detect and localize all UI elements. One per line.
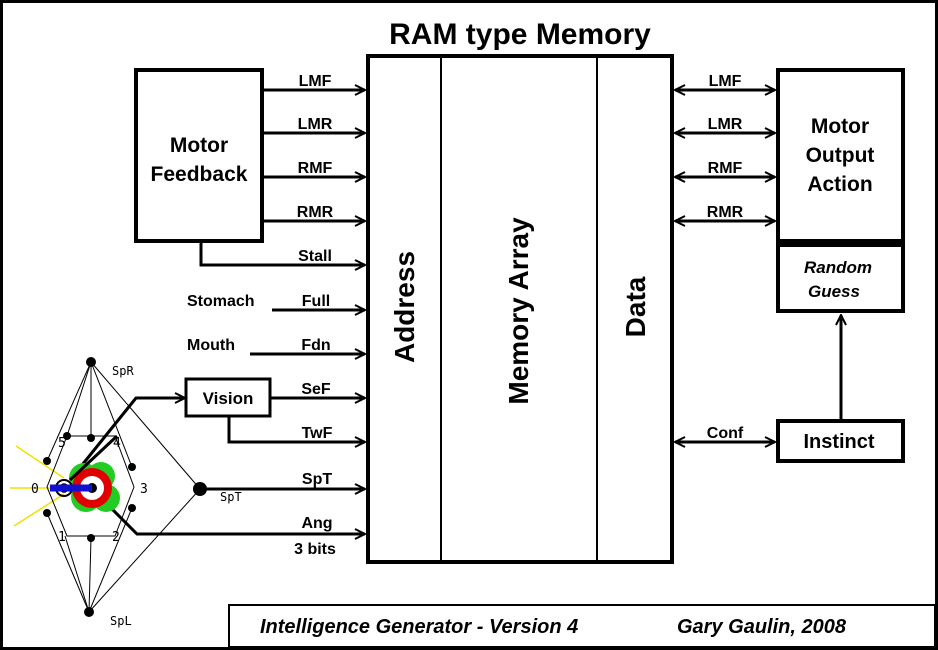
input-rmr-label: RMR <box>297 204 334 221</box>
sensor-n3-label: 3 <box>140 482 148 497</box>
input-twf-label: TwF <box>302 425 333 442</box>
footer-author: Gary Gaulin, 2008 <box>677 616 847 638</box>
mouth-label: Mouth <box>187 337 235 354</box>
diagram-title: RAM type Memory <box>389 18 651 51</box>
motor-output-line-1: Motor <box>811 115 869 138</box>
input-ang-label: Ang <box>301 515 332 532</box>
output-rmf-label: RMF <box>708 160 743 177</box>
output-labels: LMF LMR RMF RMR Conf <box>707 73 744 442</box>
input-lmr-label: LMR <box>298 116 333 133</box>
sensor-n4-label: 4 <box>113 436 121 451</box>
sensor-spr-label: SpR <box>112 364 134 378</box>
input-sef-label: SeF <box>301 381 331 398</box>
vision-box: Vision <box>184 377 272 418</box>
input-spt-label: SpT <box>302 471 332 488</box>
motor-feedback-line-2: Feedback <box>151 163 248 186</box>
instinct-box: Instinct <box>776 419 905 463</box>
motor-feedback-box: Motor Feedback <box>134 68 264 243</box>
output-lmr-label: LMR <box>708 116 743 133</box>
address-label: Address <box>389 251 420 363</box>
ram-memory-block: Address Memory Array Data <box>366 54 674 564</box>
sensor-n5-label: 5 <box>58 436 66 451</box>
input-fdn-label: Fdn <box>301 337 330 354</box>
motor-output-box: Motor Output Action <box>776 68 905 243</box>
output-rmr-label: RMR <box>707 204 744 221</box>
random-guess-line-2: Guess <box>808 282 860 301</box>
critter-sensor-figure: SpR SpT SpL 0 1 2 3 4 5 <box>10 357 242 628</box>
input-full-label: Full <box>302 293 330 310</box>
footer-version: Intelligence Generator - Version 4 <box>260 616 578 638</box>
memory-array-label: Memory Array <box>503 217 534 405</box>
instinct-label: Instinct <box>803 431 874 453</box>
motor-output-line-2: Output <box>806 144 875 167</box>
spr-signal-line <box>68 434 119 482</box>
sensor-n0-label: 0 <box>31 482 39 497</box>
input-stall-label: Stall <box>298 248 332 265</box>
sensor-spl-label: SpL <box>110 614 132 628</box>
input-arrows <box>68 90 365 534</box>
input-lmf-label: LMF <box>299 73 332 90</box>
input-rmf-label: RMF <box>298 160 333 177</box>
random-guess-box: Random Guess <box>776 243 905 313</box>
sensor-network <box>46 361 201 613</box>
random-guess-line-1: Random <box>804 258 872 277</box>
data-label: Data <box>620 276 651 337</box>
stomach-label: Stomach <box>187 293 255 310</box>
motor-output-line-3: Action <box>807 173 872 196</box>
motor-feedback-line-1: Motor <box>170 134 228 157</box>
output-arrows <box>675 90 841 442</box>
input-bits-label: 3 bits <box>294 541 336 558</box>
sensor-dots <box>43 357 207 617</box>
footer: Intelligence Generator - Version 4 Gary … <box>228 604 936 648</box>
output-lmf-label: LMF <box>709 73 742 90</box>
output-conf-label: Conf <box>707 425 744 442</box>
sensor-n2-label: 2 <box>112 530 120 545</box>
vision-label: Vision <box>203 389 254 408</box>
input-labels: LMF LMR RMF RMR Stall Stomach Full Mouth… <box>187 73 336 558</box>
sensor-spt-label: SpT <box>220 490 242 504</box>
sensor-n1-label: 1 <box>58 530 66 545</box>
